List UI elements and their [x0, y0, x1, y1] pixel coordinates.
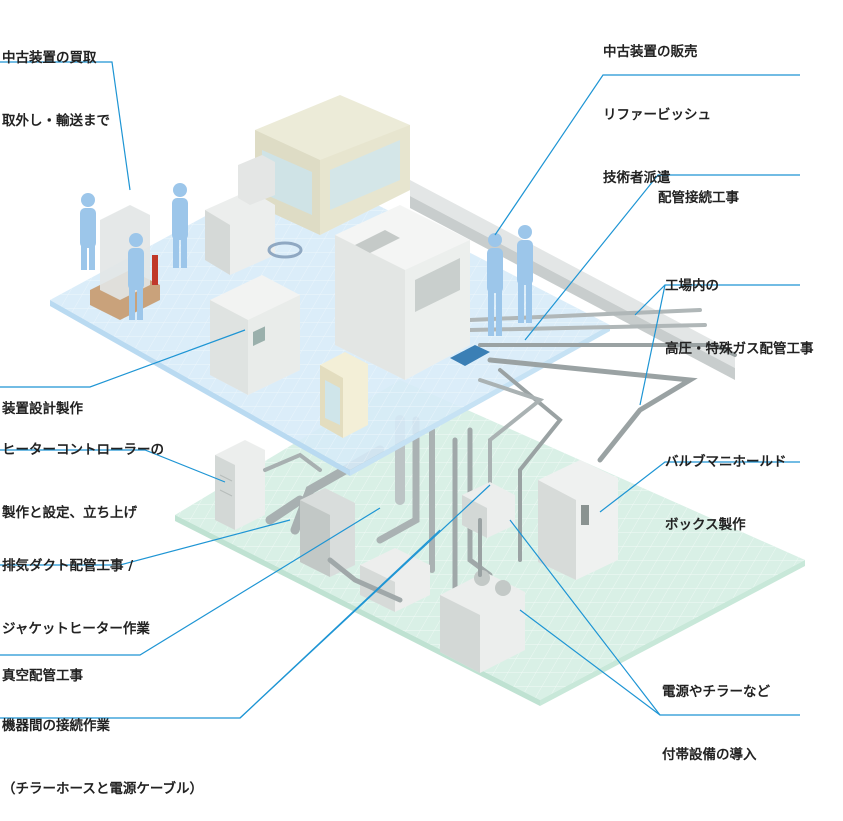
cleanroom-worker-icon: [80, 183, 533, 336]
label-line: 中古装置の買取: [2, 50, 97, 66]
label-gas-piping: 工場内の 高圧・特殊ガス配管工事: [665, 234, 814, 381]
label-exhaust-duct: 排気ダクト配管工事 / ジャケットヒーター作業: [2, 514, 150, 661]
side-tool: [205, 155, 303, 275]
label-line: 排気ダクト配管工事 /: [2, 558, 134, 574]
label-line: 真空配管工事: [2, 668, 83, 684]
label-line: 配管接続工事: [658, 190, 739, 206]
label-interconnect: 機器間の接続作業 （チラーホースと電源ケーブル）: [2, 674, 203, 821]
label-line: 工場内の: [665, 278, 719, 294]
small-cabinet: [320, 352, 368, 438]
label-line: 高圧・特殊ガス配管工事: [665, 341, 814, 357]
workbench-cart: [90, 205, 160, 320]
leader-gas-2: [639, 284, 666, 406]
label-piping: 配管接続工事: [658, 146, 739, 230]
label-vacuum-piping: 真空配管工事: [2, 624, 83, 708]
leader-vacuum: [0, 507, 381, 656]
valve-manifold-box: [538, 460, 618, 580]
label-heater-controller: ヒーターコントローラーの 製作と設定、立ち上げ: [2, 398, 164, 545]
label-line: 付帯設備の導入: [662, 747, 757, 763]
large-enclosure: [255, 95, 410, 235]
leader-lines: [0, 61, 800, 719]
main-process-tool: [335, 205, 470, 380]
label-line: 電源やチラーなど: [662, 684, 770, 700]
label-line: ボックス製作: [665, 517, 746, 533]
label-line: 取外し・輸送まで: [2, 113, 110, 129]
leader-heater: [0, 449, 226, 483]
label-utility: 電源やチラーなど 付帯設備の導入: [662, 640, 770, 787]
label-line: 中古装置の販売: [603, 44, 698, 60]
leader-utility-2: [519, 609, 661, 716]
chiller-unit: [440, 570, 525, 673]
heater-controller-rack: [215, 440, 265, 530]
exhaust-duct-unit: [300, 488, 355, 577]
diagram-canvas: [0, 61, 805, 719]
label-line: （チラーホースと電源ケーブル）: [2, 781, 204, 797]
lower-pipes: [263, 452, 482, 603]
label-line: 機器間の接続作業: [2, 718, 110, 734]
label-line: ジャケットヒーター作業: [2, 621, 150, 637]
label-line: 製作と設定、立ち上げ: [2, 505, 137, 521]
label-line: リファービッシュ: [603, 107, 711, 123]
equipment-design-unit: [210, 275, 300, 395]
label-used-sales: 中古装置の販売 リファービッシュ 技術者派遣: [603, 0, 711, 210]
leader-piping: [524, 174, 800, 341]
label-line: バルブマニホールド: [665, 454, 787, 470]
leader-used-sales: [494, 74, 800, 236]
leader-used-purchase: [0, 61, 131, 191]
leader-equipment-design: [0, 329, 246, 388]
label-line: 装置設計製作: [2, 401, 83, 417]
leader-exhaust: [0, 519, 291, 566]
laptop-icon: [450, 345, 490, 366]
gas-piping: [468, 308, 737, 562]
upper-floor: [50, 165, 610, 476]
leader-interconnect-2: [239, 484, 491, 719]
label-used-purchase: 中古装置の買取 取外し・輸送まで: [2, 6, 110, 153]
label-line: ヒーターコントローラーの: [2, 442, 164, 458]
label-line: 技術者派遣: [603, 170, 671, 186]
label-valve-box: バルブマニホールド ボックス製作: [665, 410, 787, 557]
isometric-fab-diagram: 中古装置の買取 取外し・輸送まで 中古装置の販売 リファービッシュ 技術者派遣 …: [0, 0, 814, 797]
leader-valve-box: [599, 461, 800, 513]
label-equipment-design: 装置設計製作: [2, 357, 83, 441]
